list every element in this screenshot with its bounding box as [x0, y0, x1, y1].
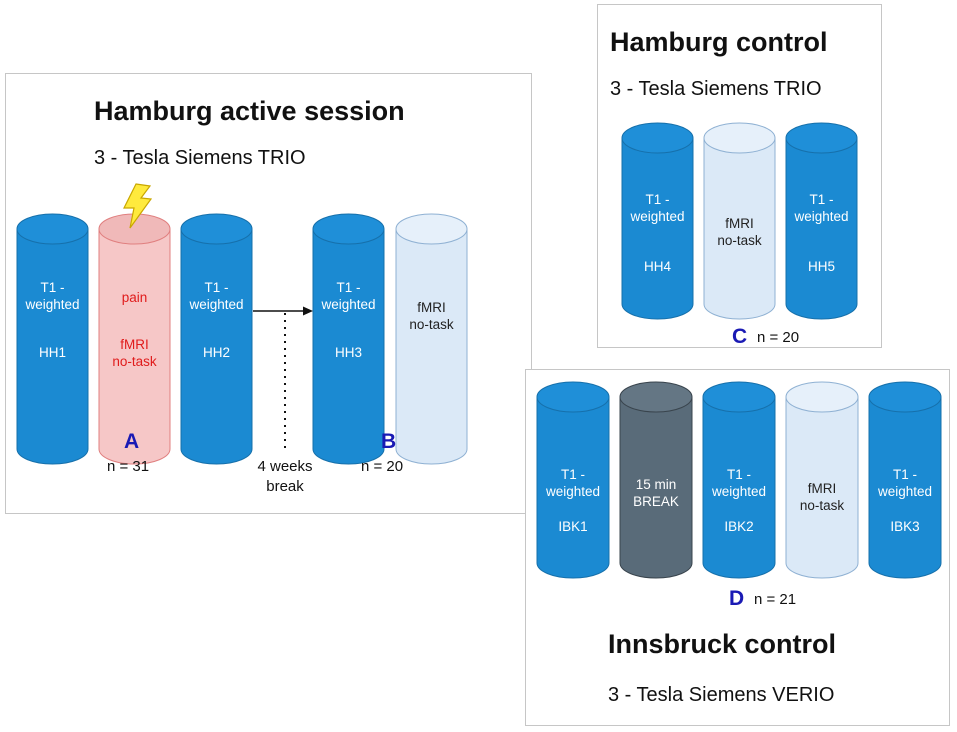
- cylinder-hh4: T1 - weighted HH4: [621, 122, 694, 320]
- cylinder-label: T1 - weighted: [321, 280, 376, 312]
- cylinder-id: HH2: [202, 345, 230, 360]
- cylinder-label: 15 min BREAK: [633, 477, 679, 509]
- cylinder-label: pain: [121, 290, 148, 305]
- cylinder-top: [180, 213, 253, 245]
- cylinder-label: T1 - weighted: [711, 467, 767, 499]
- panel-innsbruck-control: T1 - weighted IBK1 15 min BREAK T1 - wei…: [525, 369, 950, 726]
- cylinder-ibk3: T1 - weighted IBK3: [868, 381, 942, 579]
- cylinder-id: IBK2: [724, 519, 754, 534]
- panel-hamburg-control: Hamburg control 3 - Tesla Siemens TRIO T…: [597, 4, 882, 348]
- cylinder-fmri-no-task: fMRI no-task: [703, 122, 776, 320]
- cylinder-shape: [785, 122, 858, 320]
- lightning-icon: [123, 183, 153, 229]
- cylinder-top: [312, 213, 385, 245]
- cylinder-id: IBK1: [558, 519, 588, 534]
- cylinder-body: [868, 396, 942, 579]
- cylinder-label: T1 - weighted: [189, 280, 244, 312]
- cylinder-body: [785, 137, 858, 320]
- cylinder-shape: [868, 381, 942, 579]
- cylinder-label: T1 - weighted: [794, 192, 849, 224]
- cylinder-shape: [16, 213, 89, 465]
- cylinder-top: [536, 381, 610, 413]
- panel-title: Hamburg active session: [94, 96, 405, 126]
- cylinder-label: fMRI no-task: [409, 300, 454, 332]
- cylinder-body: [312, 228, 385, 465]
- cylinder-body: [703, 137, 776, 320]
- cylinder-body: [619, 396, 693, 579]
- cylinder-label: T1 - weighted: [630, 192, 685, 224]
- cylinder-top: [619, 381, 693, 413]
- cylinder-pain-fmri: pain fMRI no-task: [98, 183, 171, 465]
- label-letter-a: A: [124, 430, 140, 453]
- cylinder-shape: [312, 213, 385, 465]
- cylinder-body: [180, 228, 253, 465]
- cylinder-shape: [98, 213, 171, 465]
- n-count-c: n = 20: [757, 329, 800, 346]
- cylinder-top: [703, 122, 776, 154]
- cylinder-shape: [702, 381, 776, 579]
- cylinder-break: 15 min BREAK: [619, 381, 693, 579]
- cylinder-hh3: T1 - weighted HH3: [312, 213, 385, 465]
- cylinder-shape: [785, 381, 859, 579]
- cylinder-top: [785, 381, 859, 413]
- cylinder-top: [16, 213, 89, 245]
- cylinder-top: [395, 213, 468, 245]
- n-count-d: n = 21: [754, 591, 797, 608]
- panel-hamburg-active: Hamburg active session 3 - Tesla Siemens…: [5, 73, 532, 514]
- cylinder-fmri-no-task: fMRI no-task: [395, 213, 468, 465]
- n-count-a: n = 31: [107, 458, 150, 475]
- panel-subtitle: 3 - Tesla Siemens VERIO: [608, 684, 835, 706]
- cylinder-id: HH5: [807, 259, 835, 274]
- label-letter-d: D: [729, 587, 745, 610]
- cylinder-shape: [180, 213, 253, 465]
- cylinder-label: T1 - weighted: [545, 467, 601, 499]
- cylinder-hh5: T1 - weighted HH5: [785, 122, 858, 320]
- label-letter-c: C: [732, 325, 748, 348]
- n-count-b: n = 20: [361, 458, 404, 475]
- cylinder-shape: [703, 122, 776, 320]
- cylinder-body: [16, 228, 89, 465]
- cylinder-shape: [395, 213, 468, 465]
- panel-title: Hamburg control: [610, 27, 828, 57]
- cylinder-body: [395, 228, 468, 465]
- cylinder-label: T1 - weighted: [25, 280, 80, 312]
- cylinder-label: T1 - weighted: [877, 467, 933, 499]
- cylinder-ibk2: T1 - weighted IBK2: [702, 381, 776, 579]
- cylinder-top: [702, 381, 776, 413]
- cylinder-top: [785, 122, 858, 154]
- cylinder-id: HH3: [334, 345, 362, 360]
- cylinder-id: HH4: [643, 259, 671, 274]
- cylinder-shape: [621, 122, 694, 320]
- cylinder-label: fMRI no-task: [799, 481, 845, 513]
- cylinder-hh2: T1 - weighted HH2: [180, 213, 253, 465]
- arrow-head-icon: [303, 306, 313, 316]
- cylinder-ibk1: T1 - weighted IBK1: [536, 381, 610, 579]
- cylinder-body: [702, 396, 776, 579]
- panel-title: Innsbruck control: [608, 629, 837, 659]
- cylinder-id: HH1: [38, 345, 66, 360]
- cylinder-top: [621, 122, 694, 154]
- panel-subtitle: 3 - Tesla Siemens TRIO: [610, 78, 822, 100]
- cylinder-label: fMRI no-task: [717, 216, 762, 248]
- cylinder-body: [536, 396, 610, 579]
- panel-subtitle: 3 - Tesla Siemens TRIO: [94, 147, 306, 169]
- break-note: 4 weeks break: [257, 458, 313, 495]
- cylinder-body: [785, 396, 859, 579]
- cylinder-body: [621, 137, 694, 320]
- cylinder-id: IBK3: [890, 519, 920, 534]
- cylinder-shape: [619, 381, 693, 579]
- cylinder-fmri-no-task: fMRI no-task: [785, 381, 859, 579]
- cylinder-id: fMRI no-task: [112, 337, 157, 369]
- cylinder-hh1: T1 - weighted HH1: [16, 213, 89, 465]
- cylinder-body: [98, 228, 171, 465]
- lightning-bolt-shape: [123, 183, 153, 229]
- cylinder-shape: [536, 381, 610, 579]
- cylinder-top: [868, 381, 942, 413]
- label-letter-b: B: [381, 430, 397, 453]
